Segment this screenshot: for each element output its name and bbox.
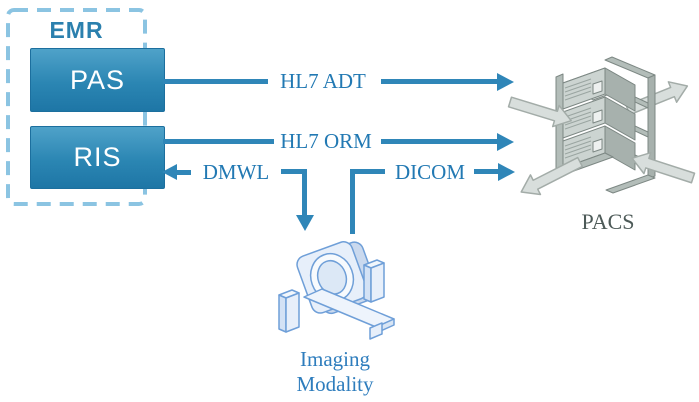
dmwl-elbow-vertical: [302, 169, 307, 216]
pas-node: PAS: [30, 48, 165, 112]
dmwl-line-tail: [175, 170, 191, 175]
dicom-elbow-horizontal: [350, 169, 385, 174]
hl7-orm-arrowhead-icon: [497, 133, 514, 151]
pas-node-label: PAS: [69, 64, 126, 95]
dicom-line-right: [474, 169, 499, 174]
dmwl-label: DMWL: [202, 160, 270, 184]
hl7-adt-arrowhead-icon: [497, 73, 514, 91]
ris-node: RIS: [30, 126, 165, 189]
pacs-server-icon: [507, 56, 696, 196]
pacs-node-label: PACS: [581, 209, 635, 234]
dmwl-arrowhead-icon: [162, 164, 177, 180]
dmwl-elbow-horizontal: [281, 169, 307, 174]
hl7-orm-line-right: [381, 139, 498, 144]
imaging-modality-label-line2: Modality: [296, 372, 374, 396]
hl7-adt-line-right: [381, 79, 498, 84]
dicom-arrowhead-icon: [498, 163, 515, 181]
hl7-adt-label: HL7 ADT: [280, 69, 366, 93]
imaging-modality-label: Imaging Modality: [272, 347, 398, 397]
dicom-label: DICOM: [394, 160, 465, 184]
hl7-orm-line-left: [163, 139, 274, 144]
hl7-orm-label: HL7 ORM: [280, 129, 372, 153]
hl7-adt-line-left: [163, 79, 268, 84]
emr-group-label: EMR: [49, 17, 104, 43]
dicom-elbow-vertical: [350, 171, 355, 234]
dmwl-down-arrowhead-icon: [296, 215, 314, 231]
ris-node-label: RIS: [73, 142, 122, 172]
ct-scanner-icon: [278, 241, 395, 340]
imaging-modality-label-line1: Imaging: [300, 347, 370, 371]
